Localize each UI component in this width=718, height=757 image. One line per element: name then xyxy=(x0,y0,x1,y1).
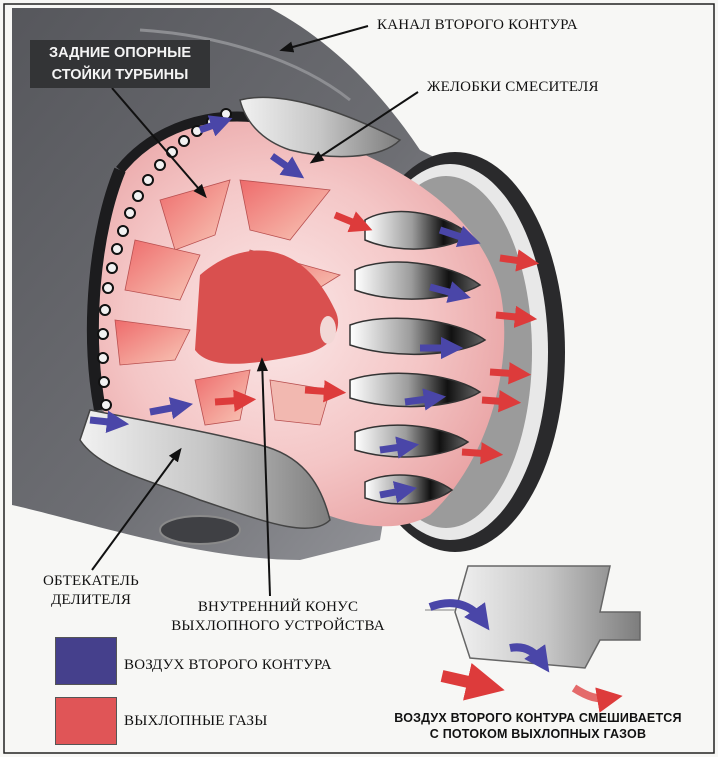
inset-mixed-arrow xyxy=(571,684,623,713)
exhaust-gas-arrows xyxy=(214,211,540,465)
leader-inner-cone xyxy=(256,357,271,597)
nacelle-highlight xyxy=(139,28,351,102)
label-splitter-fairing-line1: ОБТЕКАТЕЛЬ xyxy=(42,573,139,589)
label-turbine-struts: ЗАДНИЕ ОПОРНЫЕ СТОЙКИ ТУРБИНЫ xyxy=(30,40,210,88)
label-inner-cone-line2: ВЫХЛОПНОГО УСТРОЙСТВА xyxy=(171,618,385,634)
callout-leaders xyxy=(91,25,419,597)
label-turbine-struts-line2: СТОЙКИ ТУРБИНЫ xyxy=(51,67,189,83)
label-inner-cone-line1: ВНУТРЕННИЙ КОНУС xyxy=(197,599,359,615)
inner-cone-tip xyxy=(320,316,336,344)
bypass-air-arrows xyxy=(89,115,481,504)
inset-bypass-arrow-1 xyxy=(428,599,490,631)
mixing-inset xyxy=(425,565,641,713)
label-mixer-chutes: ЖЕЛОБКИ СМЕСИТЕЛЯ xyxy=(427,79,599,95)
mount-boss xyxy=(159,515,241,545)
inset-mixer-section xyxy=(454,565,641,669)
inset-bypass-arrow-2 xyxy=(509,643,550,673)
legend-label-bypass-air: ВОЗДУХ ВТОРОГО КОНТУРА xyxy=(124,657,332,673)
cutaway-rim-left xyxy=(86,167,126,412)
label-bypass-duct: КАНАЛ ВТОРОГО КОНТУРА xyxy=(377,17,578,33)
inner-cone-body xyxy=(195,250,339,364)
label-splitter-fairing-line2: ДЕЛИТЕЛЯ xyxy=(50,592,132,608)
label-turbine-struts-line1: ЗАДНИЕ ОПОРНЫЕ xyxy=(48,45,191,61)
inset-caption: ВОЗДУХ ВТОРОГО КОНТУРА СМЕШИВАЕТСЯ С ПОТ… xyxy=(388,710,688,742)
leader-turbine-struts xyxy=(111,87,207,199)
legend-label-exhaust: ВЫХЛОПНЫЕ ГАЗЫ xyxy=(124,713,268,729)
figure-frame xyxy=(3,3,715,754)
label-inner-cone: ВНУТРЕННИЙ КОНУС ВЫХЛОПНОГО УСТРОЙСТВА xyxy=(158,598,398,636)
upper-mixer-shroud xyxy=(239,96,402,158)
legend-swatch-exhaust xyxy=(55,697,117,745)
inset-exhaust-arrow-1 xyxy=(440,663,505,701)
legend-swatch-bypass-air xyxy=(55,637,117,685)
leader-bypass-duct xyxy=(279,25,369,53)
inset-caption-line2: С ПОТОКОМ ВЫХЛОПНЫХ ГАЗОВ xyxy=(429,727,647,741)
inset-caption-line1: ВОЗДУХ ВТОРОГО КОНТУРА СМЕШИВАЕТСЯ xyxy=(394,711,682,725)
leader-mixer-chutes xyxy=(309,91,419,164)
label-splitter-fairing: ОБТЕКАТЕЛЬ ДЕЛИТЕЛЯ xyxy=(28,572,154,610)
leader-splitter-fairing xyxy=(91,447,182,571)
